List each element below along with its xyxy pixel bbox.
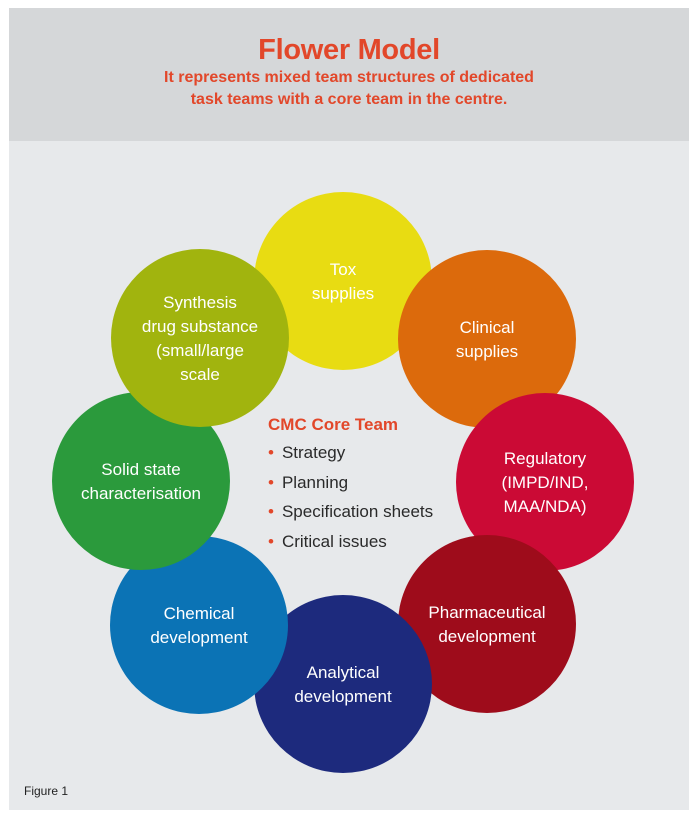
- petal-label-pharmaceutical: development: [438, 627, 536, 646]
- petal-tox: Tox supplies: [254, 192, 432, 370]
- bullet-icon: •: [268, 502, 274, 521]
- petal-solid-state: Solid state characterisation: [52, 392, 230, 570]
- bullet-icon: •: [268, 443, 274, 462]
- petal-circle-analytical: [254, 595, 432, 773]
- petal-circle-regulatory: [456, 393, 634, 571]
- petal-label-analytical: development: [294, 687, 392, 706]
- figure-title: Flower Model: [258, 34, 440, 66]
- subtitle-line-2: task teams with a core team in the centr…: [190, 91, 508, 108]
- petal-chemical: Chemical development: [110, 536, 288, 714]
- petal-pharmaceutical: Pharmaceutical development: [398, 535, 576, 713]
- petal-circle-synthesis: [111, 249, 289, 427]
- core-team-panel: CMC Core Team •Strategy •Planning •Speci…: [268, 415, 468, 561]
- petal-circle-chemical: [110, 536, 288, 714]
- petal-label-regulatory: (IMPD/IND,: [502, 473, 589, 492]
- core-team-title: CMC Core Team: [268, 415, 399, 434]
- petal-label-clinical: Clinical: [460, 318, 515, 337]
- figure-caption: Figure 1: [24, 784, 69, 798]
- petal-label-tox: supplies: [312, 284, 374, 303]
- bullet-icon: •: [268, 531, 274, 551]
- petal-label-chemical: Chemical: [164, 604, 235, 623]
- petal-circle-pharmaceutical: [398, 535, 576, 713]
- header-banner: Flower Model It represents mixed team st…: [9, 8, 689, 141]
- petal-label-synthesis: drug substance: [142, 317, 258, 336]
- petal-clinical: Clinical supplies: [398, 250, 576, 428]
- petal-label-tox: Tox: [330, 260, 357, 279]
- core-item-planning: •Planning: [268, 472, 349, 492]
- petal-label-regulatory: Regulatory: [504, 449, 587, 468]
- petal-label-clinical: supplies: [456, 342, 518, 361]
- subtitle-line-1: It represents mixed team structures of d…: [164, 69, 534, 86]
- petal-label-synthesis: Synthesis: [163, 293, 237, 312]
- core-item-specification-sheets: •Specification sheets: [268, 502, 434, 521]
- petal-regulatory: Regulatory (IMPD/IND, MAA/NDA): [456, 393, 634, 571]
- petal-label-analytical: Analytical: [307, 663, 380, 682]
- petal-label-solid-state: characterisation: [81, 484, 201, 503]
- petal-label-solid-state: Solid state: [101, 460, 180, 479]
- petal-circle-solid-state: [52, 392, 230, 570]
- petal-label-regulatory: MAA/NDA): [503, 497, 586, 516]
- petal-circle-tox: [254, 192, 432, 370]
- petal-label-synthesis: scale: [180, 365, 220, 384]
- petal-label-synthesis: (small/large: [156, 341, 244, 360]
- petal-circle-clinical: [398, 250, 576, 428]
- petal-label-chemical: development: [150, 628, 248, 647]
- core-item-strategy: •Strategy: [268, 443, 346, 462]
- bullet-icon: •: [268, 472, 274, 492]
- petal-synthesis: Synthesis drug substance (small/large scale: [111, 249, 289, 427]
- core-item-critical-issues: •Critical issues: [268, 531, 387, 551]
- petal-analytical: Analytical development: [254, 595, 432, 773]
- core-team-list: •Strategy •Planning •Specification sheet…: [268, 443, 468, 561]
- petal-label-pharmaceutical: Pharmaceutical: [428, 603, 545, 622]
